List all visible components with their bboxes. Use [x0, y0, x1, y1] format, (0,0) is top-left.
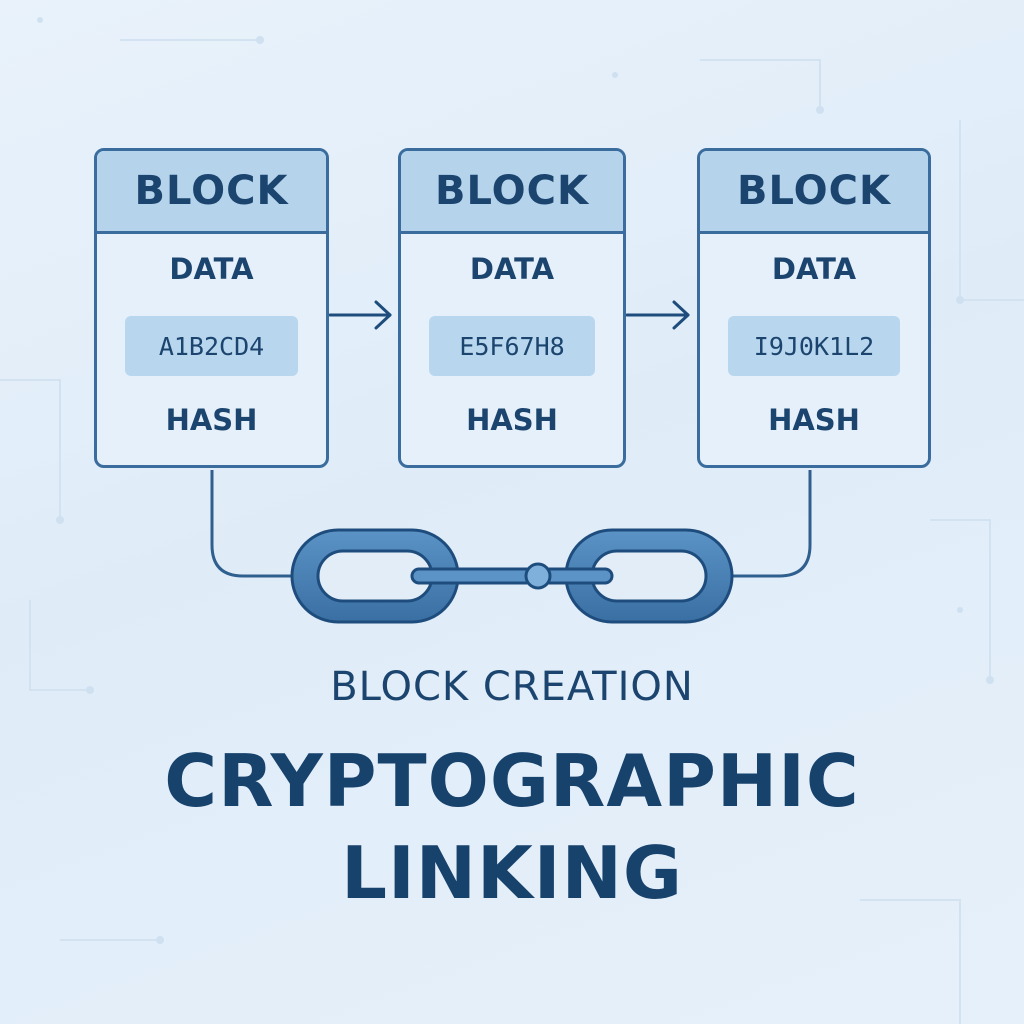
block-to-chain-connector — [210, 470, 812, 578]
title-line-2: LINKING — [341, 831, 683, 915]
title-line-1: CRYPTOGRAPHIC — [164, 739, 860, 823]
block-hash-label: HASH — [466, 403, 558, 437]
block-hash-label: HASH — [165, 403, 258, 437]
block-data-label: DATA — [771, 252, 857, 286]
block-hash-label: HASH — [768, 403, 860, 437]
block-card-1: BLOCK DATA A1B2CD4 HASH — [94, 148, 329, 468]
block-header: BLOCK — [97, 151, 326, 234]
block-hash-value: A1B2CD4 — [125, 316, 298, 376]
block-data-label: DATA — [169, 252, 254, 286]
block-data-label: DATA — [469, 252, 555, 286]
chain-link-icon — [290, 528, 734, 624]
block-card-2: BLOCK DATA E5F67H8 HASH — [398, 148, 626, 468]
arrow-right-icon — [625, 300, 690, 330]
subtitle: BLOCK CREATION — [330, 664, 694, 710]
block-header: BLOCK — [401, 151, 623, 234]
block-hash-value: I9J0K1L2 — [728, 316, 900, 376]
arrow-right-icon — [328, 300, 392, 330]
block-hash-value: E5F67H8 — [429, 316, 595, 376]
block-card-3: BLOCK DATA I9J0K1L2 HASH — [697, 148, 931, 468]
block-header: BLOCK — [700, 151, 928, 234]
page-title: CRYPTOGRAPHIC LINKING — [0, 735, 1024, 919]
